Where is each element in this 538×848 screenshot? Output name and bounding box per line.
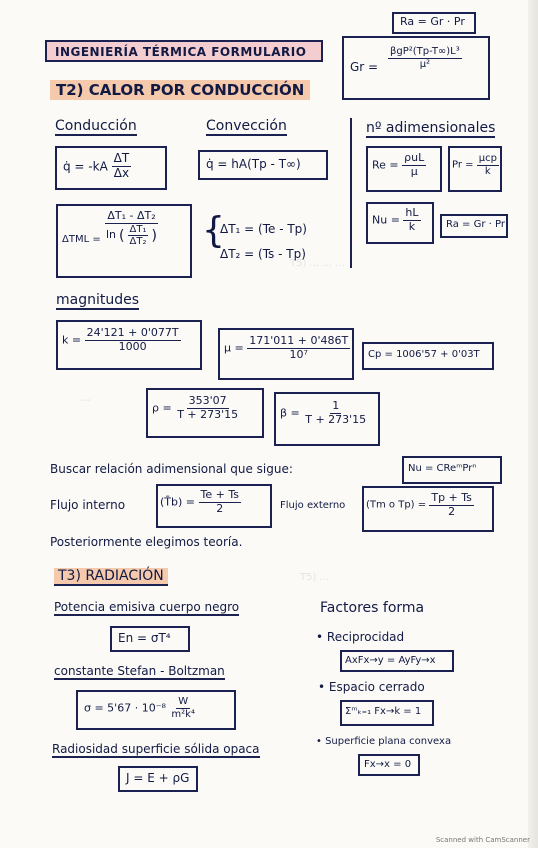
- nu-relation-box: [402, 456, 502, 484]
- conveccion-label: Convección: [206, 118, 287, 136]
- grashof-box: [342, 36, 490, 100]
- dtml-label: ΔTML =: [62, 234, 101, 245]
- tm-box: [362, 486, 494, 532]
- conduccion-label: Conducción: [55, 118, 137, 136]
- tb-box: [156, 484, 272, 528]
- mu-box: [218, 328, 354, 380]
- j-formula: J = E + ρG: [126, 771, 190, 785]
- espacio-formula: Σᵐₖ₌₁ Fx→k = 1: [345, 706, 422, 717]
- bleed-through-text: T5) ...: [300, 572, 330, 583]
- beta-box: [274, 392, 380, 446]
- prandtl-box: [448, 146, 502, 192]
- espacio-box: [340, 700, 434, 726]
- cp-box: [362, 342, 494, 370]
- k-box: [56, 320, 202, 370]
- cp-formula: Cp = 1006'57 + 0'03T: [368, 349, 480, 360]
- divider-line: [350, 118, 352, 268]
- superficie-label: • Superficie plana convexa: [316, 736, 452, 747]
- flujo-interno-label: Flujo interno: [50, 498, 126, 512]
- dt1-formula: ΔT₁ = (Te - Tp): [220, 222, 307, 236]
- en-formula: En = σT⁴: [118, 631, 171, 645]
- conveccion-formula: q̇ = hA(Tp - T∞): [206, 157, 301, 171]
- reynolds-box: [366, 146, 442, 192]
- reciprocidad-box: [340, 650, 454, 672]
- magnitudes-label: magnitudes: [56, 292, 140, 310]
- j-box: [118, 766, 198, 792]
- superficie-formula: Fx→x = 0: [364, 759, 412, 770]
- relacion-text: Buscar relación adimensional que sigue:: [50, 462, 293, 476]
- grashof-label: Gr =: [350, 60, 379, 74]
- factores-label: Factores forma: [320, 600, 425, 616]
- dt2-formula: ΔT₂ = (Ts - Tp): [220, 247, 306, 261]
- scanner-watermark: Scanned with CamScanner: [435, 836, 530, 844]
- potencia-label: Potencia emisiva cuerpo negro: [54, 600, 240, 616]
- document-title: INGENIERÍA TÉRMICA FORMULARIO: [45, 40, 323, 62]
- reciprocidad-label: • Reciprocidad: [316, 630, 405, 644]
- flujo-externo-label: Flujo externo: [280, 500, 346, 511]
- en-box: [110, 626, 190, 652]
- dt-brace: {: [202, 210, 225, 251]
- ra-top-formula: Ra = Gr · Pr: [400, 15, 465, 28]
- ra-top-box: [392, 12, 476, 34]
- bleed-through-text: T5) ... ... ...: [290, 258, 345, 269]
- espacio-label: • Espacio cerrado: [318, 680, 425, 694]
- rho-box: [146, 388, 264, 438]
- superficie-box: [358, 754, 420, 776]
- dtml-box: [56, 204, 192, 278]
- bleed-through-text: ---: [80, 395, 91, 406]
- nu-relation-formula: Nu = CReᵐPrⁿ: [408, 463, 477, 474]
- t3-heading: T3) RADIACIÓN: [54, 568, 168, 586]
- conduccion-box: [55, 146, 167, 190]
- reciprocidad-formula: AxFx→y = AyFy→x: [345, 655, 436, 666]
- radiosidad-label: Radiosidad superficie sólida opaca: [52, 742, 260, 758]
- sigma-box: [76, 690, 236, 730]
- nusselt-box: [366, 202, 434, 244]
- posteriormente-text: Posteriormente elegimos teoría.: [50, 535, 243, 549]
- adimensionales-label: nº adimensionales: [366, 120, 496, 138]
- rayleigh-box: [440, 214, 508, 238]
- conveccion-box: [198, 150, 328, 180]
- t2-heading: T2) CALOR POR CONDUCCIÓN: [50, 80, 311, 100]
- page-fold-edge: [528, 0, 538, 848]
- constante-label: constante Stefan - Boltzman: [54, 664, 225, 680]
- rayleigh-formula: Ra = Gr · Pr: [446, 219, 505, 230]
